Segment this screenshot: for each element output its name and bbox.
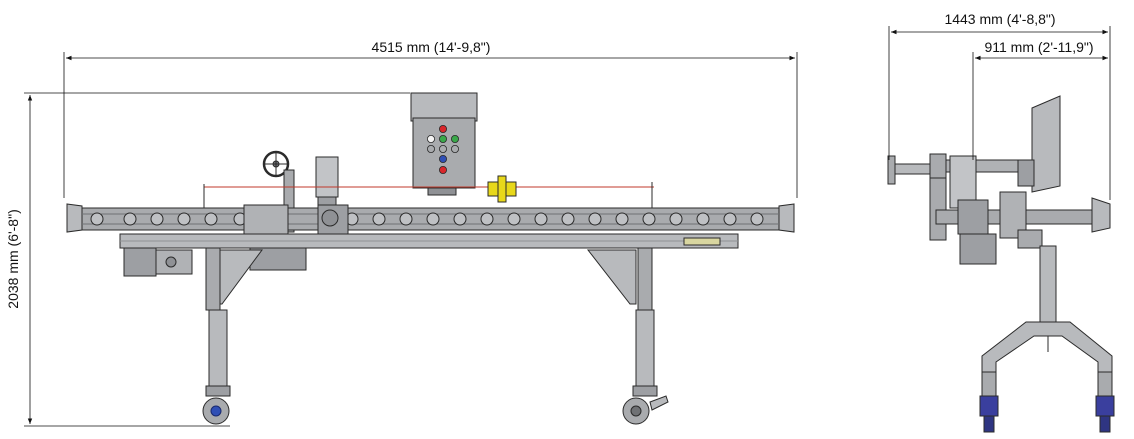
motor [123,247,193,277]
inner-width-dimension-label: 911 mm (2'-11,9") [984,39,1093,55]
chain-links [90,212,764,226]
drive-unit [243,204,349,240]
dimension-lines [24,26,1111,427]
side-view [66,92,795,425]
control-box [410,92,478,196]
caster-wheel [202,397,230,425]
end-rail [935,191,1111,265]
caster-wheel [622,395,669,425]
left-leg [202,247,263,425]
control-buttons [426,125,459,174]
end-control-panel [1017,95,1061,193]
conveyor-rail [66,203,795,233]
yellow-valve [487,175,517,203]
end-view [887,95,1115,433]
length-dimension-label: 4515 mm (14'-9,8") [372,39,491,55]
height-dimension-label: 2038 mm (6'-8") [5,209,21,308]
hand-wheel [262,150,295,233]
frame-beam [119,233,739,271]
end-y-frame [979,245,1115,433]
outer-width-dimension-label: 1443 mm (4'-8,8") [944,11,1055,27]
right-leg [586,247,669,425]
